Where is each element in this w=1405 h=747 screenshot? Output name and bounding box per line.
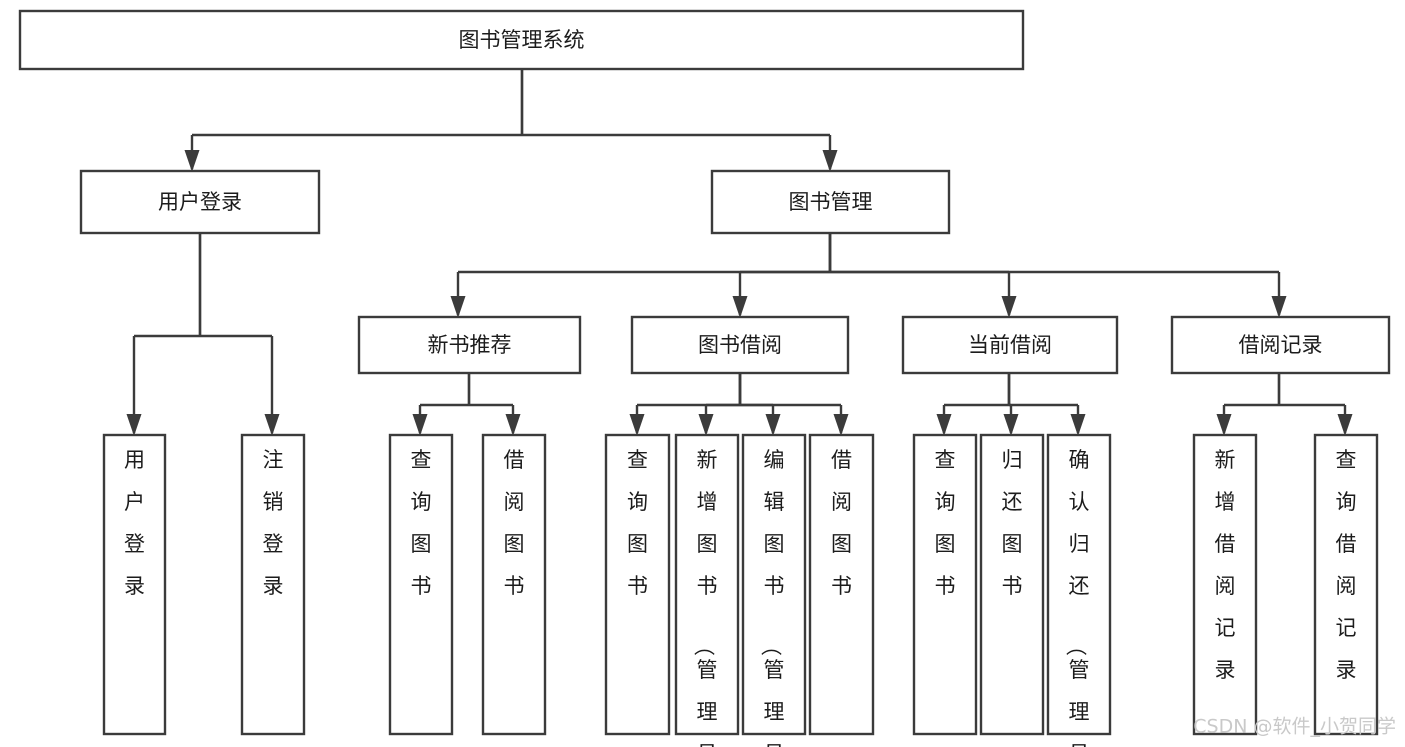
node-label: 确认归还（管理员） <box>1064 448 1090 747</box>
connector-e-root-userlogin <box>184 69 524 172</box>
node-root[interactable]: 图书管理系统 <box>18 9 1025 71</box>
watermark-label: CSDN @软件_小贺同学 <box>1193 716 1396 738</box>
node-book-manage[interactable]: 图书管理 <box>710 169 951 235</box>
node-leaf-add-borrow-record[interactable]: 新增借阅记录 <box>1192 433 1258 736</box>
connector-e-current-confirm <box>1007 373 1086 436</box>
node-label: 查询图书 <box>935 448 956 598</box>
connector-e-record-query <box>1277 373 1353 436</box>
node-book-borrow[interactable]: 图书借阅 <box>630 315 850 375</box>
node-label: 图书管理 <box>789 190 873 214</box>
node-label: 查询借阅记录 <box>1336 448 1357 682</box>
node-label: 借阅图书 <box>504 448 525 598</box>
connector-e-current-query <box>936 373 1011 436</box>
connector-e-bookmanage-recommend <box>450 233 832 318</box>
node-leaf-query-borrow-record[interactable]: 查询借阅记录 <box>1313 433 1379 736</box>
node-leaf-borrow-book[interactable]: 借阅图书 <box>808 433 875 736</box>
node-leaf-query-book-borrow[interactable]: 查询图书 <box>604 433 671 736</box>
node-label: 注销登录 <box>263 448 284 598</box>
node-label: 新增图书（管理员） <box>692 448 718 747</box>
node-label: 用户登录 <box>158 190 242 214</box>
node-borrow-record[interactable]: 借阅记录 <box>1170 315 1391 375</box>
node-user-login[interactable]: 用户登录 <box>79 169 321 235</box>
node-leaf-confirm-return[interactable]: 确认归还（管理员） <box>1046 433 1112 747</box>
connector-e-root-bookmanage <box>520 69 838 172</box>
node-label: 新书推荐 <box>428 333 512 357</box>
connector-e-userlogin-leaflogout <box>198 233 280 436</box>
connector-e-recommend-query <box>412 373 471 436</box>
node-label: 借阅记录 <box>1239 333 1323 357</box>
node-leaf-user-login[interactable]: 用户登录 <box>102 433 167 736</box>
node-label: 编辑图书（管理员） <box>759 448 785 747</box>
connector-e-bookmanage-record <box>828 233 1287 318</box>
node-leaf-add-book[interactable]: 新增图书（管理员） <box>674 433 740 747</box>
node-label: 当前借阅 <box>968 333 1052 357</box>
node-label: 查询图书 <box>627 448 648 598</box>
connector-e-record-add <box>1216 373 1281 436</box>
node-label: 归还图书 <box>1002 448 1023 598</box>
node-leaf-return-book[interactable]: 归还图书 <box>979 433 1045 736</box>
node-leaf-edit-book[interactable]: 编辑图书（管理员） <box>741 433 807 747</box>
node-label: 图书管理系统 <box>459 28 585 52</box>
node-current-borrow[interactable]: 当前借阅 <box>901 315 1119 375</box>
node-label: 用户登录 <box>124 448 145 598</box>
connector-e-borrow-borrow <box>738 373 849 436</box>
node-leaf-borrow-book-recommend[interactable]: 借阅图书 <box>481 433 547 736</box>
node-new-book-recommend[interactable]: 新书推荐 <box>357 315 582 375</box>
node-leaf-query-book-current[interactable]: 查询图书 <box>912 433 978 736</box>
connectors-layer <box>126 69 1353 436</box>
node-label: 图书借阅 <box>698 333 782 357</box>
node-leaf-query-book-recommend[interactable]: 查询图书 <box>388 433 454 736</box>
node-label: 查询图书 <box>411 448 432 598</box>
connector-e-recommend-borrow <box>467 373 521 436</box>
nodes-layer: 图书管理系统用户登录图书管理新书推荐图书借阅当前借阅借阅记录用户登录注销登录查询… <box>18 9 1391 747</box>
node-leaf-logout[interactable]: 注销登录 <box>240 433 306 736</box>
connector-e-userlogin-leafuserlogin <box>126 233 202 436</box>
connector-e-bookmanage-borrow <box>732 233 832 318</box>
node-label: 新增借阅记录 <box>1215 448 1236 682</box>
node-label: 借阅图书 <box>831 448 852 598</box>
connector-e-bookmanage-current <box>828 233 1017 318</box>
